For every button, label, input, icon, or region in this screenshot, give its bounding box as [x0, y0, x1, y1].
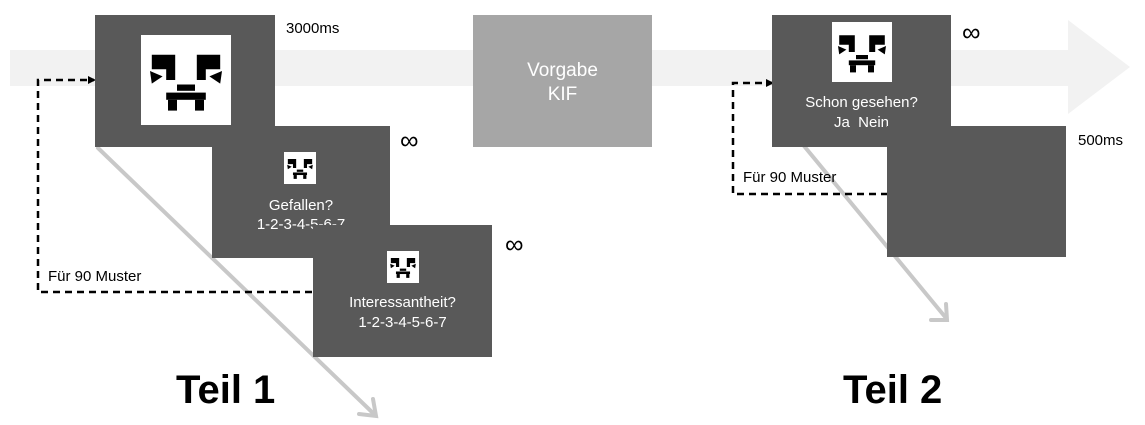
recognition-question: Schon gesehen?: [805, 94, 918, 111]
teil1-title: Teil 1: [176, 368, 276, 412]
blank-duration: 500ms: [1078, 132, 1124, 149]
stimulus-icon: [832, 22, 892, 82]
recognition-screen: Schon gesehen? Ja Nein: [772, 15, 951, 147]
vorgabe-kif-screen: Vorgabe KIF: [473, 15, 652, 147]
loop-arrow-teil2: [731, 79, 888, 196]
vorgabe-label: Vorgabe: [527, 60, 598, 81]
rating-question-gefallen: Gefallen?: [268, 197, 334, 214]
loop-label-teil2: Für 90 Muster: [743, 169, 837, 186]
rating2-duration-infinity: ∞: [505, 229, 524, 259]
stimulus-duration: 3000ms: [286, 20, 340, 37]
stimulus-pattern-icon: [141, 35, 231, 125]
loop-label-teil1: Für 90 Muster: [48, 268, 142, 285]
rating-scale-interessantheit: 1-2-3-4-5-6-7: [358, 314, 447, 331]
small-stimulus-icon: [284, 152, 316, 184]
rating-question-interessantheit: Interessantheit?: [349, 294, 456, 311]
rating1-duration-infinity: ∞: [400, 125, 419, 155]
loop-arrow-teil1: [36, 76, 312, 294]
stimulus-screen: [95, 15, 275, 147]
small-stimulus-icon: [387, 251, 419, 283]
kif-label: KIF: [547, 84, 578, 105]
blank-screen: [887, 126, 1066, 257]
recognition-answers: Ja Nein: [833, 114, 890, 131]
question-duration-infinity: ∞: [962, 17, 981, 47]
teil2-title: Teil 2: [843, 368, 943, 412]
rating-screen-interessantheit: Interessantheit? 1-2-3-4-5-6-7: [313, 225, 492, 357]
time-flow-arrow-teil1: [96, 146, 379, 419]
